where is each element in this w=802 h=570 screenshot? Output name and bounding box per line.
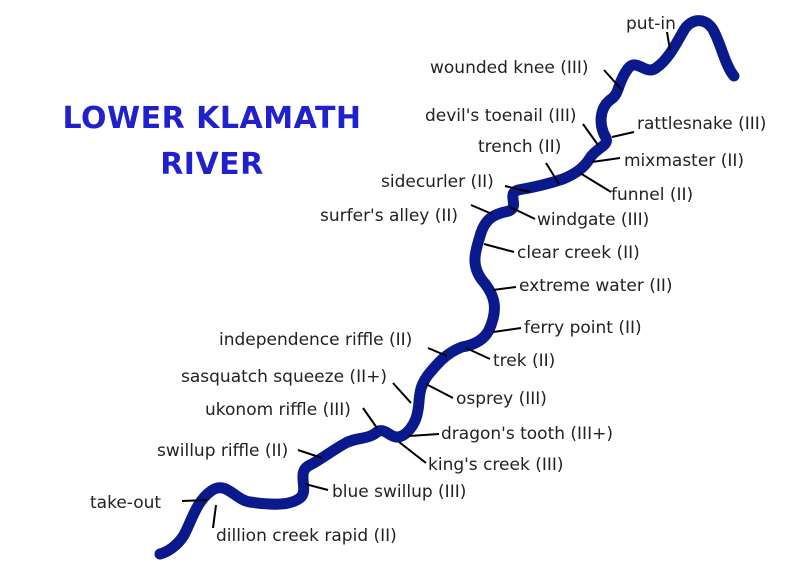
leader-extreme-water xyxy=(492,286,517,291)
label-wounded-knee: wounded knee (III) xyxy=(430,58,589,78)
label-rattlesnake: rattlesnake (III) xyxy=(637,114,766,134)
leader-dillion-creek-rapid xyxy=(212,504,217,529)
label-trench: trench (II) xyxy=(478,137,561,157)
rapid-labels: put-in wounded knee (III) devil's toenai… xyxy=(90,14,766,546)
label-ferry-point: ferry point (II) xyxy=(524,318,642,338)
label-devils-toenail: devil's toenail (III) xyxy=(425,106,577,126)
river-course xyxy=(154,15,740,560)
label-independence-riffle: independence riffle (II) xyxy=(219,330,412,350)
label-blue-swillup: blue swillup (III) xyxy=(332,482,466,502)
label-funnel: funnel (II) xyxy=(611,185,693,205)
leader-blue-swillup xyxy=(304,483,329,491)
leader-independence-riffle xyxy=(427,347,448,357)
leader-wounded-knee xyxy=(603,69,623,91)
leader-mixmaster xyxy=(591,157,621,163)
label-mixmaster: mixmaster (II) xyxy=(624,151,744,171)
label-windgate: windgate (III) xyxy=(537,210,649,230)
label-surfers-alley: surfer's alley (II) xyxy=(320,206,458,226)
map-title-line-2: RIVER xyxy=(160,147,264,182)
leader-trek xyxy=(465,347,491,360)
map-title-line-1: LOWER KLAMATH xyxy=(62,101,362,136)
leader-lines xyxy=(181,31,671,529)
leader-ferry-point xyxy=(492,327,522,333)
leader-sasquatch-squeeze xyxy=(392,382,412,404)
leader-trench xyxy=(545,162,560,185)
leader-surfers-alley xyxy=(470,204,493,215)
leader-ukonom-riffle xyxy=(362,407,378,429)
label-kings-creek: king's creek (III) xyxy=(428,455,564,475)
leader-put-in xyxy=(666,31,671,51)
leader-funnel xyxy=(579,172,612,193)
leader-sidecurler xyxy=(504,185,531,193)
leader-swillup-riffle xyxy=(297,449,323,459)
leader-rattlesnake xyxy=(611,131,635,138)
label-trek: trek (II) xyxy=(493,351,555,371)
leader-windgate xyxy=(509,206,536,220)
leader-osprey xyxy=(425,383,454,399)
leader-clear-creek xyxy=(483,243,515,253)
label-ukonom-riffle: ukonom riffle (III) xyxy=(205,400,351,420)
label-extreme-water: extreme water (II) xyxy=(519,276,673,296)
leader-devils-toenail xyxy=(582,123,599,146)
label-swillup-riffle: swillup riffle (II) xyxy=(157,441,288,461)
leader-take-out xyxy=(181,499,208,502)
leader-kings-creek xyxy=(398,441,427,464)
label-dragons-tooth: dragon's tooth (III+) xyxy=(441,424,613,444)
label-take-out: take-out xyxy=(90,493,161,513)
label-dillion-creek-rapid: dillion creek rapid (II) xyxy=(216,526,397,546)
label-clear-creek: clear creek (II) xyxy=(517,243,640,263)
label-osprey: osprey (III) xyxy=(456,389,547,409)
label-sidecurler: sidecurler (II) xyxy=(381,172,494,192)
label-put-in: put-in xyxy=(626,14,676,34)
label-sasquatch-squeeze: sasquatch squeeze (II+) xyxy=(181,367,387,387)
leader-dragons-tooth xyxy=(408,433,440,437)
